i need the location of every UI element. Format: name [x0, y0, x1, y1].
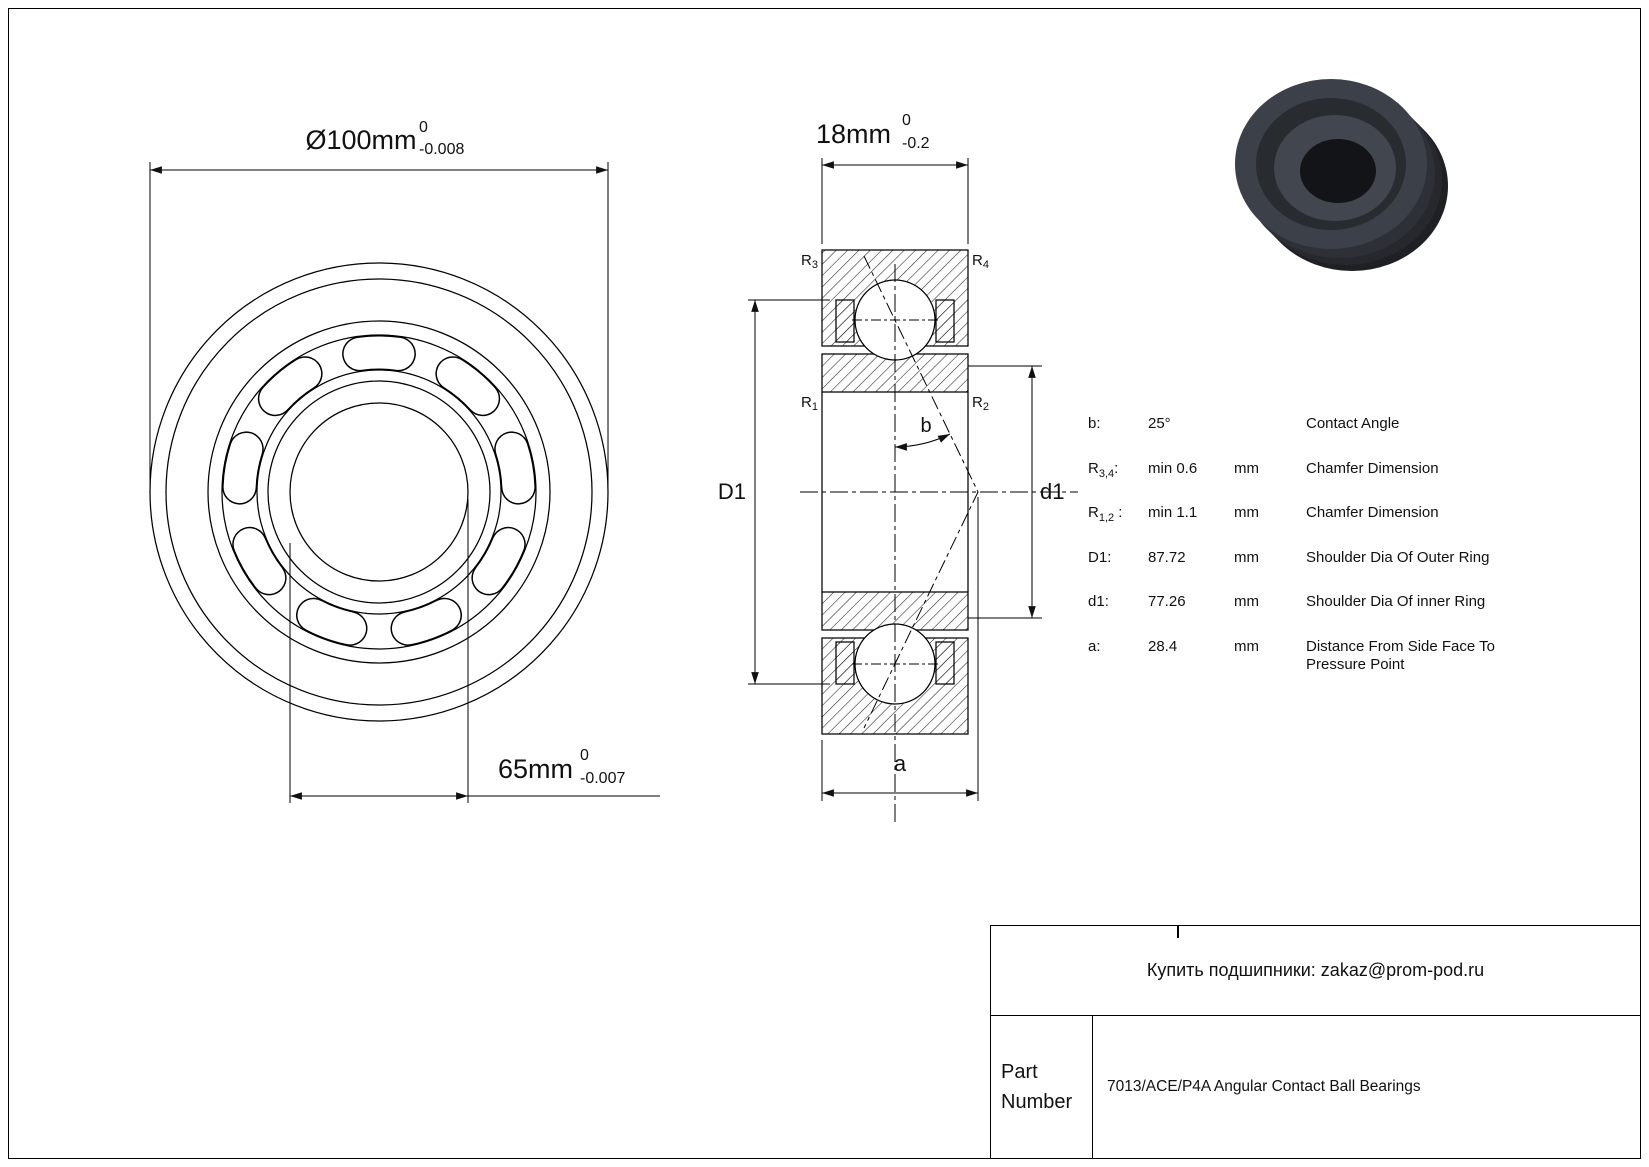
cage-bottom-right-section [935, 641, 955, 685]
spec-row-chamfer-12: R1,2 : min 1.1 mm Chamfer Dimension [1088, 502, 1556, 547]
cage-pockets [240, 353, 519, 629]
outer-diameter-tol-lower: -0.008 [419, 141, 464, 158]
spec-unit [1234, 413, 1306, 415]
spec-unit: mm [1234, 593, 1259, 610]
bore-circle [289, 402, 469, 582]
outer-shoulder-label: D1 [718, 479, 746, 504]
front-view [149, 262, 609, 722]
cage-bottom-left-section [835, 641, 855, 685]
chamfer-r4-label: R4 [972, 252, 989, 271]
page-border [8, 8, 1641, 1159]
pressure-distance-label: a [894, 751, 907, 776]
bearing-3d-render [1235, 79, 1448, 271]
fold-mark [1177, 925, 1179, 938]
spec-desc: Shoulder Dia Of Outer Ring [1306, 548, 1490, 566]
outer-shoulder-dimension [748, 299, 830, 685]
spec-value: 77.26 [1148, 593, 1186, 610]
pressure-point-dimension [821, 497, 979, 801]
width-dim-label: 18mm [816, 119, 891, 149]
chamfer-r1-label: R1 [801, 394, 818, 413]
bore-dim-label: 65mm [498, 754, 573, 784]
chamfer-r2-label: R2 [972, 394, 989, 413]
spec-desc: Shoulder Dia Of inner Ring [1306, 593, 1486, 610]
contact-info: Купить подшипники: zakaz@prom-pod.ru [991, 926, 1640, 1016]
inner-shoulder-dimension [968, 365, 1042, 619]
outer-ring-face-circle [165, 278, 593, 706]
spec-row-contact-angle: b: 25° Contact Angle [1088, 413, 1556, 458]
spec-table: b: 25° Contact Angle R3,4: min 0.6 mm Ch… [1088, 413, 1556, 680]
centerlines [800, 255, 1078, 826]
chamfer-r3-label: R3 [801, 252, 818, 271]
spec-param: D1: [1088, 548, 1112, 566]
outer-diameter-dimension [149, 162, 609, 487]
outer-ring-od-circle [149, 262, 609, 722]
spec-unit: mm [1234, 459, 1259, 477]
width-dim-tol-upper: 0 [902, 112, 911, 129]
width-dimension [821, 158, 969, 244]
cage-inner-circle [256, 369, 502, 615]
outer-diameter-label: Ø100mm [305, 125, 416, 155]
spec-value: 87.72 [1148, 548, 1186, 566]
spec-row-chamfer-34: R3,4: min 0.6 mm Chamfer Dimension [1088, 458, 1556, 503]
spec-value: 28.4 [1148, 637, 1178, 655]
bore-dim-tol-upper: 0 [580, 747, 589, 764]
spec-param: R1,2 : [1088, 504, 1123, 524]
spec-value: min 0.6 [1148, 459, 1198, 477]
spec-value: 25° [1148, 415, 1171, 432]
width-dim-tol-lower: -0.2 [902, 135, 930, 152]
spec-desc: Contact Angle [1306, 415, 1400, 432]
outer-raceway-circle [207, 320, 551, 664]
spec-value: min 1.1 [1148, 504, 1198, 521]
spec-row-outer-shoulder: D1: 87.72 mm Shoulder Dia Of Outer Ring [1088, 547, 1556, 592]
spec-param: a: [1088, 637, 1101, 655]
spec-param: R3,4: [1088, 459, 1119, 480]
spec-param: b: [1088, 415, 1101, 432]
part-number-value: 7013/ACE/P4A Angular Contact Ball Bearin… [1107, 1078, 1421, 1095]
part-number-label: Part Number [991, 1016, 1093, 1158]
spec-unit: mm [1234, 548, 1259, 566]
spec-row-pressure-distance: a: 28.4 mm Distance From Side Face To Pr… [1088, 636, 1556, 681]
part-number-row: Part Number 7013/ACE/P4A Angular Contact… [991, 1016, 1640, 1158]
cage-top-right-section [935, 299, 955, 343]
bore-dim-tol-lower: -0.007 [580, 770, 625, 787]
spec-unit: mm [1234, 637, 1259, 655]
inner-shoulder-label: d1 [1040, 479, 1064, 504]
contact-angle-label: b [920, 415, 931, 437]
spec-desc: Chamfer Dimension [1306, 504, 1439, 521]
spec-param: d1: [1088, 593, 1109, 610]
inner-ring-face-circle [267, 380, 491, 604]
outer-diameter-tol-upper: 0 [419, 119, 428, 136]
spec-desc: Distance From Side Face To Pressure Poin… [1306, 637, 1495, 674]
spec-desc: Chamfer Dimension [1306, 459, 1439, 477]
bore-dimension [289, 499, 660, 803]
contact-angle-arc [894, 433, 951, 451]
contact-angle-line [863, 255, 979, 729]
spec-row-inner-shoulder: d1: 77.26 mm Shoulder Dia Of inner Ring [1088, 591, 1556, 636]
title-block: Купить подшипники: zakaz@prom-pod.ru Par… [990, 925, 1641, 1159]
cage-top-left-section [835, 299, 855, 343]
spec-unit: mm [1234, 504, 1259, 521]
cage-outer-circle [221, 334, 537, 650]
